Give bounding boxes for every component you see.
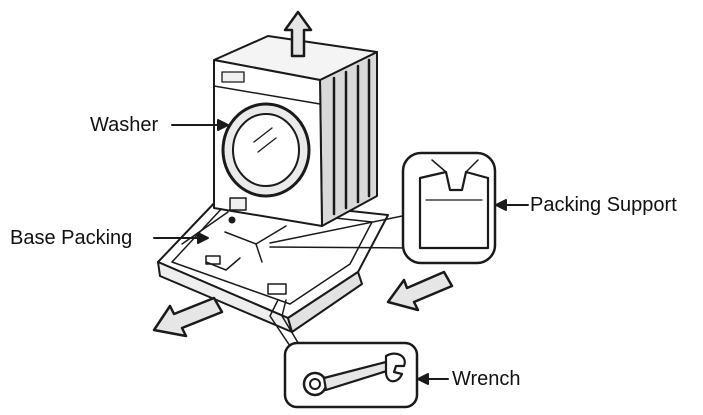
- base-packing-label: Base Packing: [10, 228, 132, 248]
- washer-leader: [172, 120, 228, 130]
- wrench-leader: [418, 374, 448, 384]
- arrow-down-left-icon: [154, 298, 222, 336]
- wrench-label: Wrench: [452, 369, 521, 389]
- arrow-down-left-icon-right: [388, 272, 452, 310]
- packing-support-label: Packing Support: [530, 195, 677, 215]
- washer-label: Washer: [90, 115, 158, 135]
- packing-support-leader: [496, 200, 528, 210]
- washer-illustration: [214, 36, 377, 226]
